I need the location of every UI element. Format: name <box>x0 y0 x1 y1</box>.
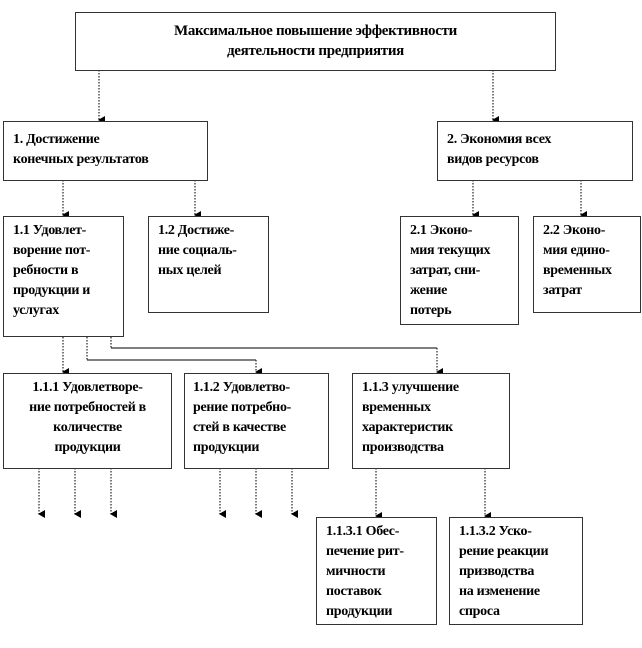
node-text: ных целей <box>158 263 222 278</box>
node-text: мия текущих <box>410 243 491 258</box>
node-text: на изменение <box>459 584 540 599</box>
node-text: ворение пот- <box>13 243 91 258</box>
node-2-1: 2.1 Эконо- мия текущих затрат, сни- жени… <box>400 216 519 325</box>
node-text: мичности <box>326 564 386 579</box>
node-text: 1. Достижение <box>13 132 100 147</box>
node-text: ние потребностей в <box>29 400 146 415</box>
node-text: потерь <box>410 303 452 318</box>
node-1-1-3: 1.1.3 улучшение временных характеристик … <box>352 373 510 469</box>
node-text: рение потребно- <box>193 400 292 415</box>
node-text: призводства <box>459 564 535 579</box>
node-text: 1.1.3 улучшение <box>362 380 459 395</box>
node-1-2: 1.2 Достиже- ние социаль- ных целей <box>148 216 269 313</box>
node-text: временных <box>543 263 612 278</box>
node-2: 2. Экономия всех видов ресурсов <box>437 121 633 181</box>
node-text: конечных результатов <box>13 152 149 167</box>
node-text: продукции и <box>13 283 91 298</box>
node-1-1-3-2: 1.1.3.2 Уско- рение реакции призводства … <box>449 517 583 625</box>
node-text: 1.1.1 Удовлетворе- <box>32 380 143 395</box>
node-text: 2.1 Эконо- <box>410 223 473 238</box>
node-1-1-2: 1.1.2 Удовлетво- рение потребно- стей в … <box>184 373 329 469</box>
node-text: 1.1.2 Удовлетво- <box>193 380 290 395</box>
node-text: Максимальное повышение эффективности <box>173 23 458 39</box>
node-text: рение реакции <box>459 544 549 559</box>
node-text: 1.2 Достиже- <box>158 223 235 238</box>
node-text: 2.2 Эконо- <box>543 223 606 238</box>
node-text: временных <box>362 400 431 415</box>
node-1-1-3-1: 1.1.3.1 Обес- печение рит- мичности пост… <box>316 517 437 625</box>
node-text: ние социаль- <box>158 243 237 258</box>
node-1-1: 1.1 Удовлет- ворение пот- ребности в про… <box>3 216 124 337</box>
node-text: затрат <box>543 283 582 298</box>
node-text: 1.1 Удовлет- <box>13 223 87 238</box>
node-2-2: 2.2 Эконо- мия едино- временных затрат <box>533 216 641 313</box>
node-1: 1. Достижение конечных результатов <box>3 121 208 181</box>
node-text: мия едино- <box>543 243 610 258</box>
node-text: печение рит- <box>326 544 404 559</box>
node-text: ребности в <box>13 263 79 278</box>
node-text: стей в качестве <box>193 420 286 435</box>
node-text: характеристик <box>362 420 453 435</box>
node-text: спроса <box>459 604 500 619</box>
node-text: продукции <box>326 604 393 619</box>
node-text: поставок <box>326 584 382 599</box>
node-text: 2. Экономия всех <box>447 132 552 147</box>
node-text: видов ресурсов <box>447 152 539 167</box>
node-text: затрат, сни- <box>410 263 480 278</box>
node-text: 1.1.3.2 Уско- <box>459 524 532 539</box>
node-text: услугах <box>13 303 59 318</box>
node-text: продукции <box>193 440 260 455</box>
node-text: 1.1.3.1 Обес- <box>326 524 400 539</box>
node-text: количестве <box>53 420 122 435</box>
node-text: производства <box>362 440 444 455</box>
node-1-1-1: 1.1.1 Удовлетворе- ние потребностей в ко… <box>3 373 172 469</box>
node-root: Максимальное повышение эффективности дея… <box>75 12 556 71</box>
node-text: жение <box>410 283 448 298</box>
node-text: деятельности предприятия <box>227 43 404 59</box>
node-text: продукции <box>54 440 121 455</box>
